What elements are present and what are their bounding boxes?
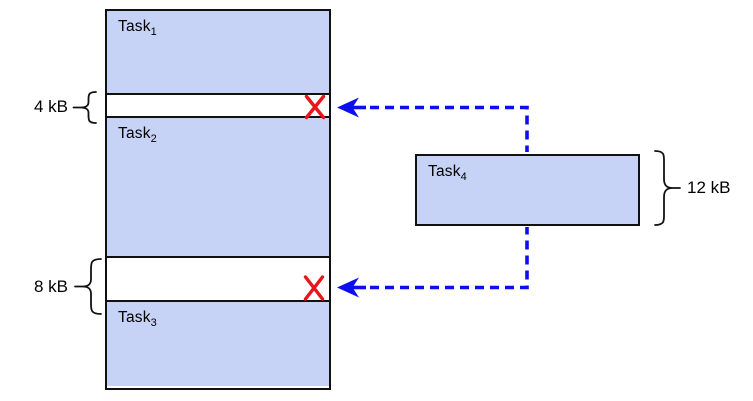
task4-label-base: Task: [428, 163, 461, 180]
task4-size-label: 12 kB: [687, 178, 731, 197]
task3-label-sub: 3: [150, 317, 157, 330]
arrow-to-8kb-gap: [337, 227, 529, 298]
task3-block: Task3: [107, 302, 329, 386]
task2-label-base: Task: [118, 125, 151, 142]
arrow-to-4kb-dashed-line: [370, 105, 529, 152]
arrow-to-8kb-head-icon: [337, 277, 359, 298]
gap-4kb-brace: [72, 91, 97, 124]
task2-block: Task2: [107, 118, 329, 258]
task3-label-base: Task: [118, 309, 151, 326]
task1-label-base: Task: [118, 18, 151, 35]
task3-label: Task3: [107, 302, 329, 329]
task2-label-sub: 2: [150, 133, 157, 146]
task1-label-sub: 1: [150, 26, 157, 39]
task2-label: Task2: [107, 118, 329, 145]
arrow-to-8kb-dashed-line: [370, 227, 529, 290]
gap-8kb-brace: [74, 258, 102, 315]
task4-label-sub: 4: [460, 171, 467, 184]
memory-column: Task1 Task2 Task3: [105, 9, 331, 390]
task1-label: Task1: [107, 11, 329, 38]
free-gap-8kb: [107, 258, 329, 302]
arrow-to-4kb-gap: [337, 97, 529, 152]
free-gap-4kb: [107, 95, 329, 118]
gap-4kb-size-label: 4 kB: [33, 97, 68, 116]
task4-12kb-brace: [654, 150, 681, 226]
gap-8kb-size-label: 8 kB: [33, 277, 68, 296]
task4-label: Task4: [417, 156, 638, 183]
arrow-to-4kb-head-icon: [337, 97, 359, 118]
task4-block: Task4: [415, 154, 640, 226]
task1-block: Task1: [107, 11, 329, 95]
